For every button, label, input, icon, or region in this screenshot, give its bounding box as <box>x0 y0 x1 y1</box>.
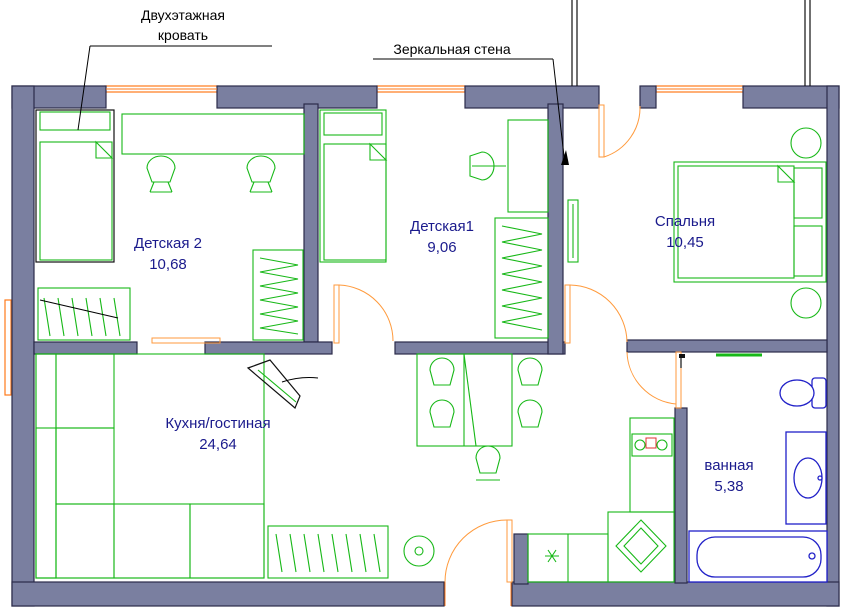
kids1-bed-pillow <box>323 112 383 136</box>
door-bedroom-arc <box>569 284 628 343</box>
bunk-bed-pillow <box>39 111 111 131</box>
wall-outer-left <box>11 85 35 607</box>
furniture-bedroom <box>673 127 827 319</box>
door-balcony-leaf <box>598 104 605 158</box>
chair-icon <box>475 445 501 481</box>
wall-kids1-bottom <box>394 341 566 355</box>
labels: Двухэтажная кровать Зеркальная стена Дет… <box>134 7 754 495</box>
annotation-bunk-bed-line2: кровать <box>158 27 208 43</box>
corner-sofa-outline <box>35 353 265 579</box>
chair-icon <box>146 155 176 193</box>
kids1-bed <box>319 109 387 263</box>
double-bed <box>673 161 827 283</box>
wall-bath-left <box>674 407 688 584</box>
nightstand-lamp <box>790 287 822 319</box>
door-kids1-leaf <box>333 284 340 344</box>
armchair-icon <box>246 359 319 409</box>
wall-mirror <box>547 103 564 355</box>
nightstand-lamp <box>790 127 822 159</box>
kids2-desk <box>121 113 305 155</box>
mirror-panel <box>567 199 579 263</box>
wall-outer-bottom-1 <box>11 581 445 607</box>
bed-pillow <box>793 167 823 219</box>
toilet-icon <box>779 377 827 409</box>
room-area-bath: 5,38 <box>714 478 743 495</box>
kids1-wardrobe <box>494 217 549 339</box>
wall-outer-top-4 <box>639 85 657 109</box>
room-name-bedroom: Спальня <box>655 213 715 230</box>
door-bath-leaf <box>675 351 682 409</box>
bunk-bed-mattress <box>39 141 113 261</box>
room-name-kids2: Детская 2 <box>134 235 202 252</box>
wall-bedroom-bottom <box>626 339 828 353</box>
door-balcony-arc <box>603 105 641 158</box>
room-area-kids2: 10,68 <box>149 256 187 273</box>
bathtub-icon <box>688 530 828 583</box>
kids2-wardrobe <box>252 249 304 341</box>
annotation-bunk-bed-line1: Двухэтажная <box>141 7 225 23</box>
window-frames <box>106 88 743 606</box>
bathroom-fixtures <box>679 353 828 583</box>
furniture-kids1 <box>319 109 549 339</box>
room-name-kitchen: Кухня/гостиная <box>165 415 270 432</box>
window-kitchen <box>4 299 12 396</box>
door-kids2 <box>151 337 221 344</box>
walls <box>11 85 840 607</box>
furniture-kitchen <box>35 353 675 583</box>
room-area-kitchen: 24,64 <box>199 436 237 453</box>
door-kids1-arc <box>338 284 394 342</box>
wall-outer-top-3 <box>464 85 600 109</box>
chair-icon <box>246 155 276 193</box>
kids1-desk <box>507 119 549 213</box>
kids2-shelf <box>37 287 131 341</box>
bed-pillow <box>793 225 823 277</box>
kitchen-column <box>629 417 675 513</box>
door-entrance-leaf <box>506 519 513 583</box>
annotation-leaders <box>39 45 569 319</box>
bunk-bed <box>35 109 115 263</box>
door-bath-arc <box>626 351 677 405</box>
wall-kids2-bottom-1 <box>33 341 138 355</box>
wall-outer-top-2 <box>216 85 378 109</box>
doors <box>151 104 682 583</box>
annotation-mirror-wall: Зеркальная стена <box>393 41 510 57</box>
chair-icon <box>429 399 455 428</box>
chair-icon <box>469 151 506 181</box>
room-area-bedroom: 10,45 <box>666 234 704 251</box>
room-name-kids1: Детская1 <box>410 218 474 235</box>
stove <box>631 433 673 457</box>
wall-outer-right <box>826 85 840 607</box>
wall-outer-top-5 <box>742 85 840 109</box>
wall-kitchen-stub <box>513 533 529 585</box>
tv-stand <box>267 525 389 579</box>
room-name-bath: ванная <box>704 457 753 474</box>
radiator-icon <box>679 354 685 368</box>
room-area-kids1: 9,06 <box>427 239 456 256</box>
door-entrance-arc <box>444 519 508 583</box>
chair-icon <box>517 357 543 386</box>
balcony-lines <box>571 0 811 86</box>
door-bedroom-leaf <box>564 284 571 344</box>
wall-kids2-kids1 <box>303 103 319 343</box>
sink-icon <box>785 431 827 525</box>
plant-pot <box>403 535 435 567</box>
furniture-kids2 <box>35 109 305 341</box>
wall-outer-bottom-2 <box>511 581 840 607</box>
chair-icon <box>517 399 543 428</box>
wall-kids2-bottom-2 <box>204 341 333 355</box>
chair-icon <box>429 357 455 386</box>
